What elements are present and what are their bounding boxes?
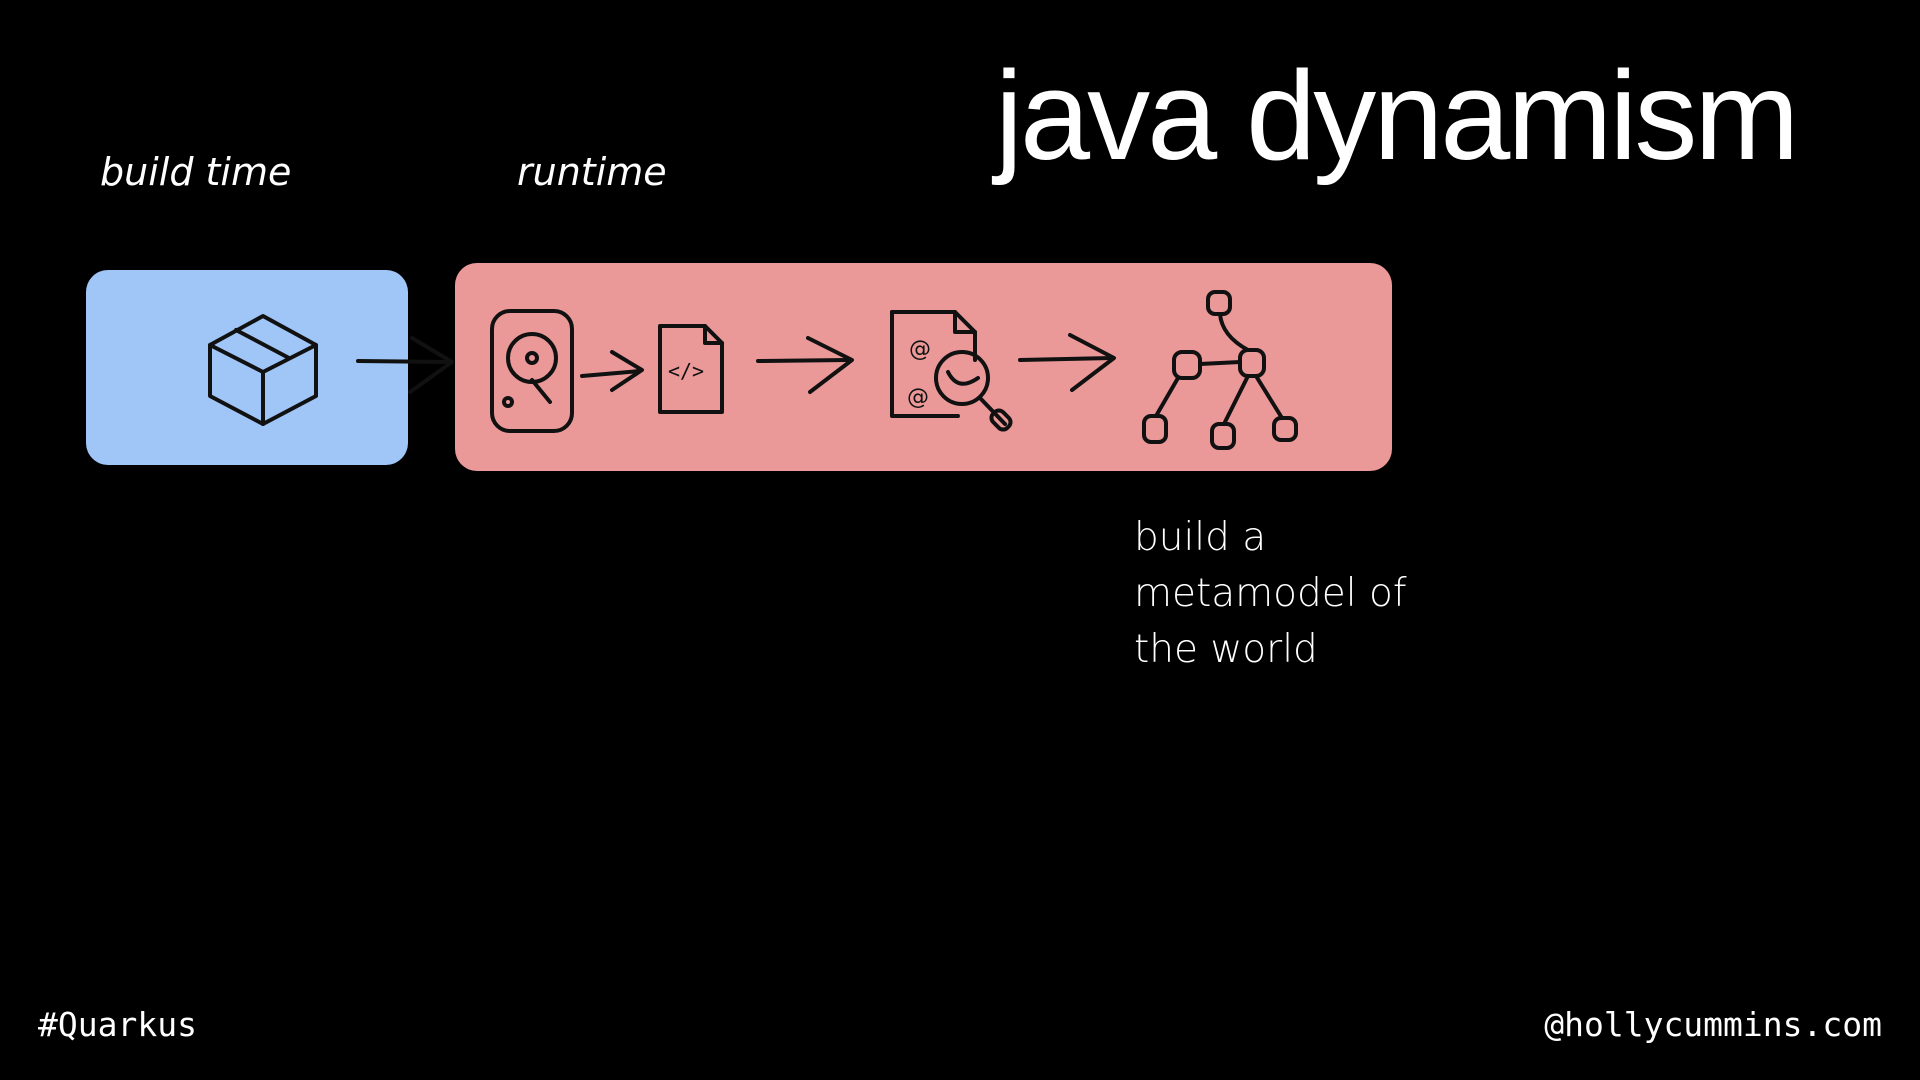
- arrow-right-icon: [580, 350, 644, 392]
- annotation-scan-icon: [890, 310, 1013, 432]
- footer-hashtag: #Quarkus: [38, 1005, 197, 1044]
- build-time-label: build time: [100, 150, 292, 194]
- annotation-glyph-top: @: [909, 337, 931, 362]
- slide-title: java dynamism: [995, 45, 1799, 186]
- metamodel-tree-icon: [1142, 290, 1298, 450]
- code-file-glyph: </>: [668, 359, 704, 383]
- build-time-box: [86, 270, 408, 465]
- metamodel-annotation: build a metamodel of the world: [1134, 510, 1407, 678]
- annotation-line: the world: [1134, 627, 1318, 672]
- arrow-right-icon: [1018, 333, 1116, 392]
- package-box-icon: [208, 314, 318, 426]
- hard-disk-icon: [490, 309, 574, 433]
- footer-website: @hollycummins.com: [1544, 1005, 1882, 1044]
- code-file-icon: [658, 324, 724, 414]
- arrow-right-icon: [356, 336, 454, 394]
- runtime-label: runtime: [517, 150, 667, 194]
- annotation-line: metamodel of: [1134, 571, 1407, 616]
- annotation-line: build a: [1134, 515, 1267, 560]
- annotation-glyph-bottom: @: [907, 385, 929, 410]
- arrow-right-icon: [756, 336, 854, 394]
